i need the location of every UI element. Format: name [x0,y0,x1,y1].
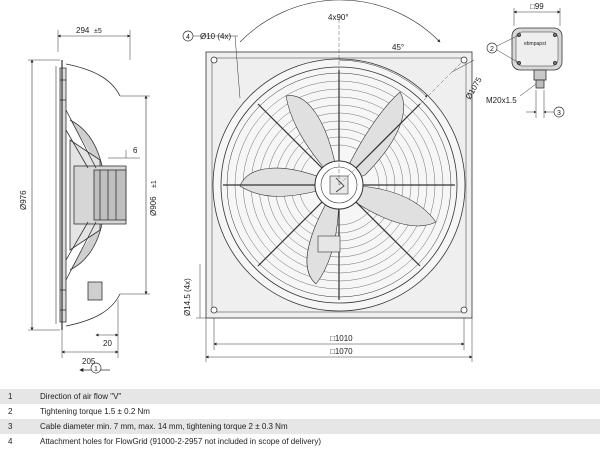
dim-side-inner-tol: ±1 [151,180,158,188]
dim-front-square-outer: □1070 [330,347,353,356]
dim-box-width: □99 [530,2,544,11]
legend-row: 1 Direction of air flow "V" [0,389,600,404]
legend-row: 4 Attachment holes for FlowGrid (91000-2… [0,434,600,449]
legend-text: Direction of air flow "V" [40,392,122,401]
dim-front-square-inner: □1010 [330,334,353,343]
legend-text: Tightening torque 1.5 ± 0.2 Nm [40,407,150,416]
legend-number: 3 [8,422,13,431]
legend-row: 3 Cable diameter min. 7 mm, max. 14 mm, … [0,419,600,434]
dim-front-holes-callout: Ø10 (4x) [200,32,231,41]
dim-cable-gland: M20x1.5 [486,96,517,105]
dim-side-flange: 20 [103,339,112,348]
dim-front-angle: 4x90° [328,13,349,22]
terminal-box-view [486,8,565,118]
dim-side-hub: 6 [133,146,138,155]
dim-side-depth: 294 [76,26,90,35]
dim-side-inner-dia: Ø906 [149,196,158,216]
dim-side-depth-tol: ±5 [94,28,102,35]
callout-3: 3 [557,110,561,117]
box-logo-label: ebmpapst [524,41,547,47]
dim-side-total: 205 [82,357,96,366]
dim-front-hole: Ø14.5 (4x) [183,278,192,316]
legend-text: Attachment holes for FlowGrid (91000-2-2… [40,437,322,446]
legend-number: 1 [8,392,13,401]
legend-text: Cable diameter min. 7 mm, max. 14 mm, ti… [40,422,288,431]
callout-4: 4 [186,34,190,41]
side-view [28,30,150,374]
callout-1: 1 [94,366,98,373]
callout-2: 2 [490,46,494,53]
legend-number: 2 [8,407,13,416]
front-view [182,0,475,362]
dim-side-outer-dia: Ø976 [19,190,28,210]
technical-drawing: 294 ±5 Ø976 Ø906 ±1 6 20 205 1 [19,0,565,374]
legend-row: 2 Tightening torque 1.5 ± 0.2 Nm [0,404,600,419]
legend-table: 1 Direction of air flow "V" 2 Tightening… [0,389,600,449]
dim-front-angle45: 45° [392,43,404,52]
legend-number: 4 [8,437,13,446]
